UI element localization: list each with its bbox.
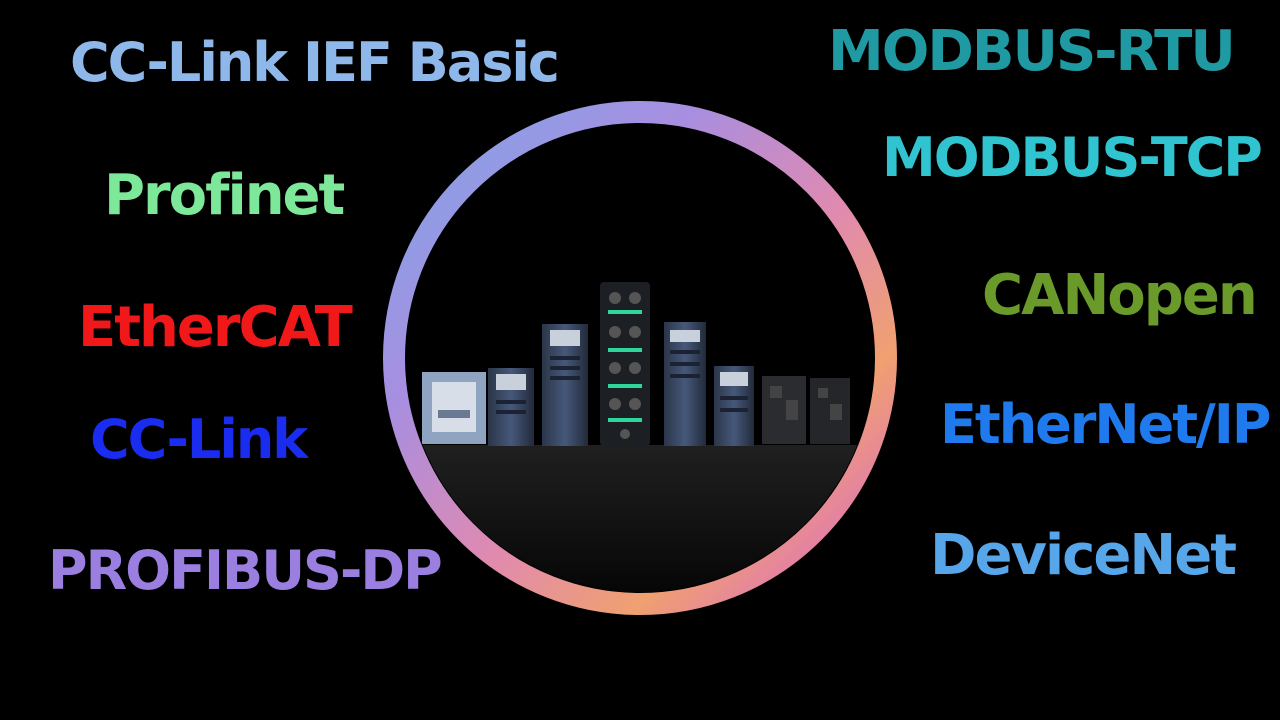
label-profibus-dp: PROFIBUS-DP <box>48 539 443 602</box>
label-ethernet-ip: EtherNet/IP <box>940 393 1271 456</box>
gradient-ring <box>383 101 897 615</box>
label-modbus-tcp: MODBUS-TCP <box>882 126 1263 189</box>
device-io-module-4 <box>714 366 754 446</box>
product-ring-graphic <box>383 101 897 615</box>
label-modbus-rtu: MODBUS-RTU <box>828 19 1236 84</box>
label-profinet: Profinet <box>104 163 345 228</box>
label-cc-link: CC-Link <box>90 408 308 471</box>
label-canopen: CANopen <box>982 263 1258 328</box>
device-gateway-1 <box>422 372 486 444</box>
device-io-module-2 <box>542 324 588 446</box>
label-ethercat: EtherCAT <box>78 295 353 360</box>
device-io-module-3 <box>664 322 706 446</box>
device-coupler-1 <box>762 376 806 444</box>
device-coupler-2 <box>810 378 850 444</box>
device-ip67-module <box>600 282 650 446</box>
product-ring <box>380 100 900 620</box>
label-devicenet: DeviceNet <box>930 523 1237 588</box>
label-cc-link-ief-basic: CC-Link IEF Basic <box>70 31 560 94</box>
device-io-module-1 <box>488 368 534 446</box>
